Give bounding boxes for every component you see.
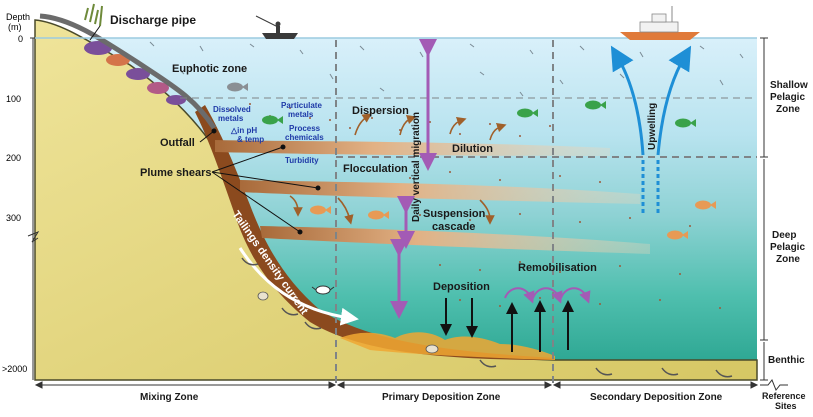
- plankton: [149, 41, 744, 97]
- axis-break: [27, 230, 40, 243]
- fish-icons: [227, 82, 716, 240]
- secondary-deposition-zone-label: Secondary Deposition Zone: [590, 392, 723, 403]
- reference-sites-label-1: Reference: [762, 391, 806, 401]
- ship-icon: [620, 6, 700, 40]
- upwelling-label: Upwelling: [647, 103, 658, 150]
- zone-dividers: [180, 40, 757, 385]
- discharge-pipe: [39, 13, 217, 130]
- mixing-zone-label: Mixing Zone: [140, 392, 199, 403]
- tick-label-300: 300: [6, 213, 21, 223]
- discharge-pipe-label: Discharge pipe: [110, 13, 196, 27]
- process-chemicals-label-1: Process: [289, 124, 321, 133]
- suspension-cascade-label-1: Suspension: [423, 208, 486, 220]
- fishing-boat-icon: [255, 15, 298, 39]
- deposition-label: Deposition: [433, 281, 490, 293]
- density-current-arrow: [238, 247, 359, 326]
- axis-title-line2: (m): [8, 22, 22, 32]
- shallow-pelagic-label-3: Zone: [776, 104, 800, 115]
- particle-field: [229, 103, 721, 309]
- deep-pelagic-label-1: Deep: [772, 230, 796, 241]
- dissolved-metals-label-2: metals: [218, 114, 244, 123]
- shallow-pelagic-label-1: Shallow: [770, 80, 808, 91]
- dilution-label: Dilution: [452, 143, 493, 155]
- benthic-worms: [241, 257, 733, 378]
- vertical-migration-arrows: [390, 39, 437, 319]
- tick-label-100: 100: [6, 94, 21, 104]
- process-chemicals-label-2: chemicals: [285, 133, 324, 142]
- remobilisation-label: Remobilisation: [518, 262, 597, 274]
- dissolved-metals-label-1: Dissolved: [213, 105, 251, 114]
- shallow-pelagic-label-2: Pelagic: [770, 92, 805, 103]
- axis-title-line1: Depth: [6, 12, 30, 22]
- particulate-metals-label-2: metals: [288, 110, 314, 119]
- tick-label-0: 0: [18, 34, 23, 44]
- suspension-cascade-label-2: cascade: [432, 221, 475, 233]
- flocculation-label: Flocculation: [343, 163, 408, 175]
- remobilisation-arrows: [504, 287, 591, 304]
- deep-pelagic-label-2: Pelagic: [770, 242, 805, 253]
- turbidity-label: Turbidity: [285, 156, 319, 165]
- daily-vertical-migration-label: Daily vertical migration: [411, 112, 422, 222]
- upwelling-arrows: [610, 45, 692, 215]
- tick-label-200: 200: [6, 153, 21, 163]
- deep-pelagic-label-3: Zone: [776, 254, 800, 265]
- deposition-arrows: [440, 298, 574, 352]
- reference-sites-label-2: Sites: [775, 401, 797, 411]
- right-zone-brackets: [760, 37, 768, 381]
- crab-icon: [311, 285, 335, 295]
- dispersion-label: Dispersion: [352, 105, 409, 117]
- dispersion-arrows: [289, 113, 507, 225]
- deposited-sediment: [340, 332, 555, 360]
- euphotic-zone-label: Euphotic zone: [172, 63, 247, 75]
- ph-temp-label-1: △in pH: [230, 126, 257, 135]
- primary-deposition-zone-label: Primary Deposition Zone: [382, 392, 501, 403]
- bottom-zone-arrows: [34, 379, 788, 391]
- particulate-metals-label-1: Particulate: [281, 101, 322, 110]
- tick-label-2000: >2000: [2, 364, 27, 374]
- shell-icons: [257, 291, 439, 354]
- benthic-label: Benthic: [768, 355, 805, 366]
- leader-lines: [89, 25, 319, 233]
- outfall-label: Outfall: [160, 137, 195, 149]
- plume-shears-label: Plume shears: [140, 167, 212, 179]
- tailings-band: [195, 105, 555, 360]
- shoreline-reef: [84, 3, 186, 105]
- ph-temp-label-2: & temp: [237, 135, 264, 144]
